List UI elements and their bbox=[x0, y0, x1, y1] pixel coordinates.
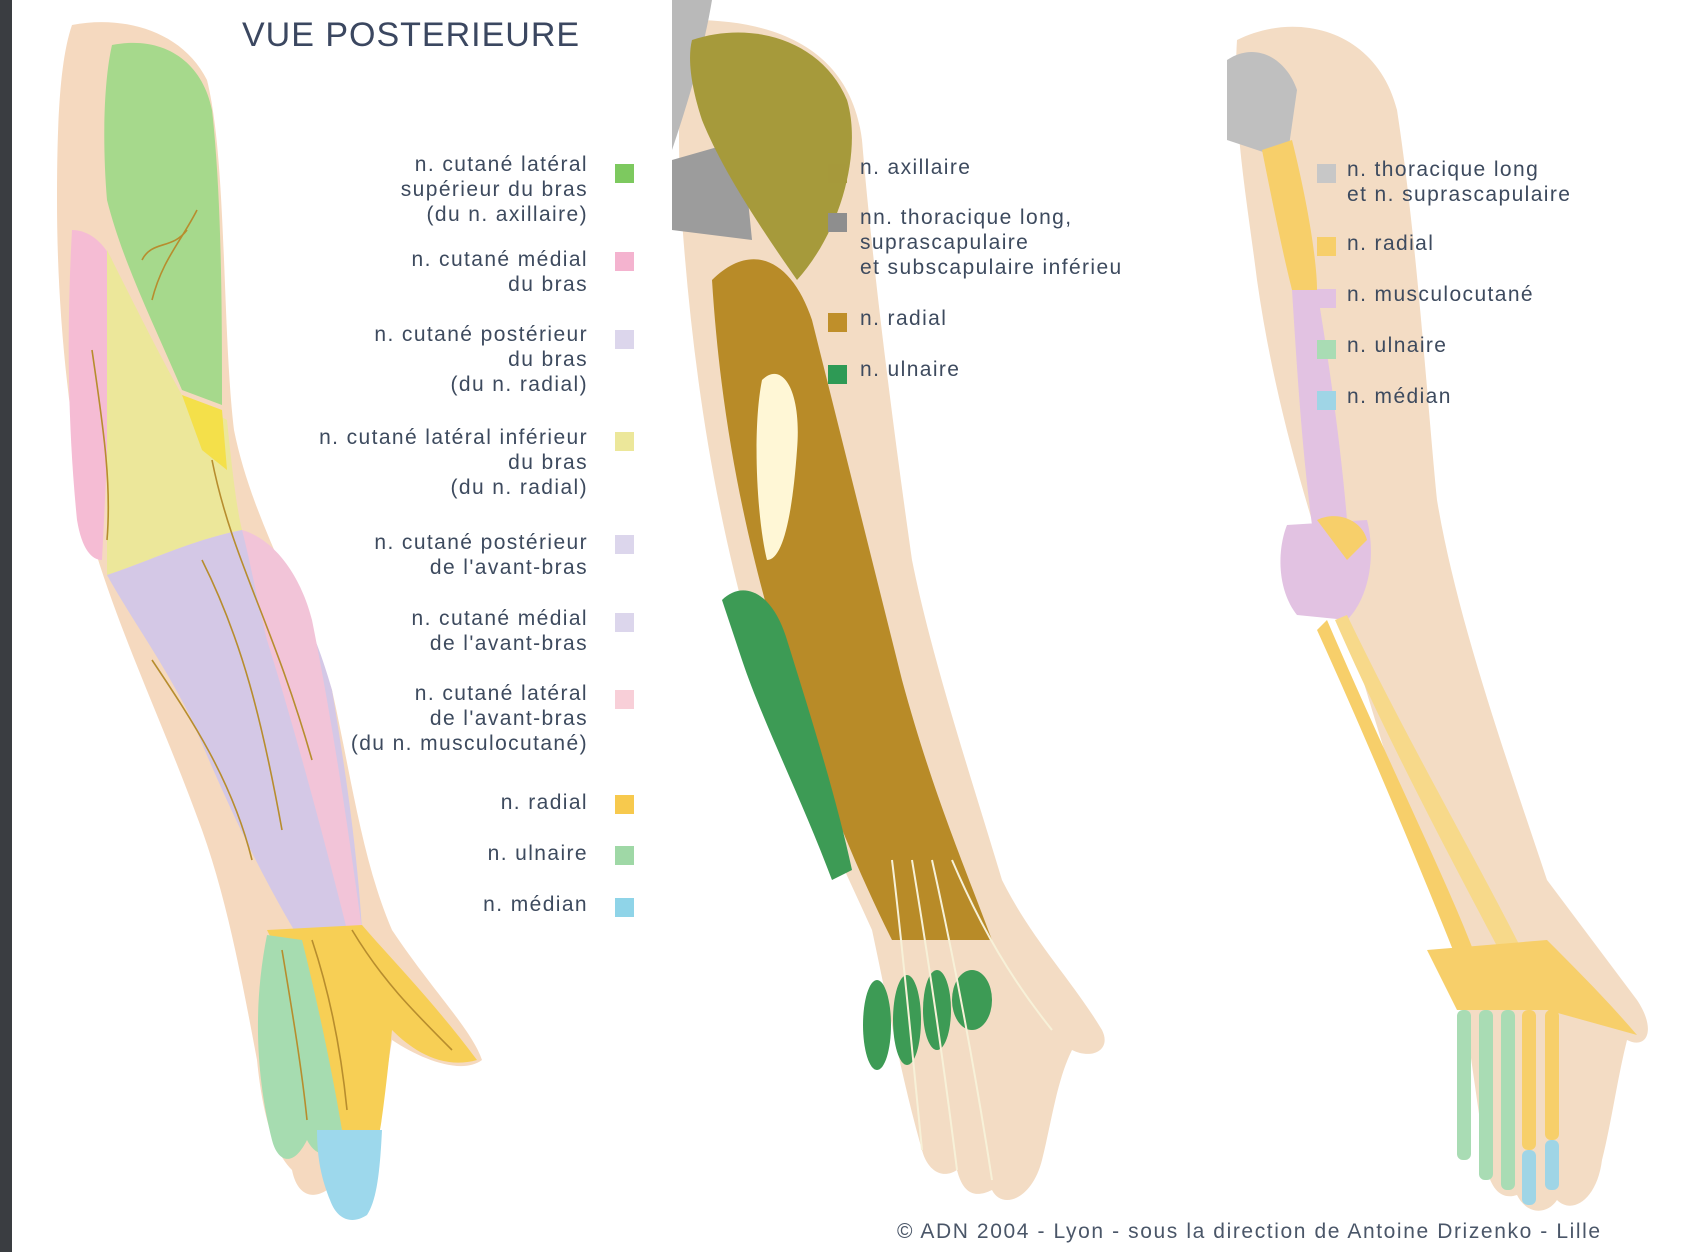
legend-swatch bbox=[615, 613, 634, 632]
legend-swatch bbox=[828, 213, 847, 232]
legend-label: n. cutané latéral de l'avant-bras (du n.… bbox=[351, 681, 588, 756]
copyright-credit: © ADN 2004 - Lyon - sous la direction de… bbox=[897, 1220, 1602, 1244]
arm-muscle-illustration bbox=[672, 0, 1232, 1252]
legend-label: nn. thoracique long, suprascapulaire et … bbox=[860, 205, 1220, 280]
legend-swatch bbox=[828, 164, 847, 183]
legend-label: n. musculocutané bbox=[1347, 282, 1534, 307]
legend-swatch bbox=[615, 690, 634, 709]
legend-label: n. ulnaire bbox=[488, 841, 588, 866]
legend-swatch bbox=[615, 432, 634, 451]
legend-label: n. médian bbox=[483, 892, 588, 917]
panel-muscles: n. axillaire nn. thoracique long, supras… bbox=[672, 0, 1232, 1252]
legend-label: n. médian bbox=[1347, 384, 1452, 409]
legend-label: n. radial bbox=[860, 306, 947, 331]
legend-label: n. radial bbox=[501, 790, 588, 815]
legend-label: n. radial bbox=[1347, 231, 1434, 256]
panel-title: VUE POSTERIEURE bbox=[242, 16, 580, 55]
legend-swatch bbox=[1317, 340, 1336, 359]
legend-swatch bbox=[828, 313, 847, 332]
legend-label: n. thoracique long et n. suprascapulaire bbox=[1347, 157, 1571, 207]
legend-label: n. cutané latéral inférieur du bras (du … bbox=[319, 425, 588, 500]
legend-swatch bbox=[615, 846, 634, 865]
legend-swatch bbox=[1317, 237, 1336, 256]
legend-label: n. axillaire bbox=[860, 155, 971, 180]
legend-swatch bbox=[615, 164, 634, 183]
zone-ulnar-fingers bbox=[1457, 1010, 1515, 1190]
legend-swatch bbox=[615, 330, 634, 349]
legend-label: n. cutané postérieur de l'avant-bras bbox=[374, 530, 588, 580]
legend-swatch bbox=[615, 795, 634, 814]
legend-label: n. cutané médial du bras bbox=[412, 247, 589, 297]
figure-canvas: VUE POSTERIEURE n. cutané latéral supéri… bbox=[12, 0, 1695, 1252]
legend-swatch bbox=[615, 898, 634, 917]
panel-posterior-view: VUE POSTERIEURE n. cutané latéral supéri… bbox=[12, 0, 652, 1252]
legend-swatch bbox=[1317, 391, 1336, 410]
legend-swatch bbox=[615, 535, 634, 554]
legend-label: n. cutané postérieur du bras (du n. radi… bbox=[374, 322, 588, 397]
zone-median-fingertips bbox=[317, 1130, 382, 1220]
legend-label: n. ulnaire bbox=[1347, 333, 1447, 358]
legend-label: n. ulnaire bbox=[860, 357, 960, 382]
legend-label: n. cutané médial de l'avant-bras bbox=[412, 606, 589, 656]
legend-label: n. cutané latéral supérieur du bras (du … bbox=[401, 152, 588, 227]
legend-swatch bbox=[1317, 164, 1336, 183]
legend-swatch bbox=[615, 252, 634, 271]
panel-skeleton: n. thoracique long et n. suprascapulaire… bbox=[1217, 0, 1695, 1252]
legend-swatch bbox=[828, 365, 847, 384]
legend-swatch bbox=[1317, 289, 1336, 308]
